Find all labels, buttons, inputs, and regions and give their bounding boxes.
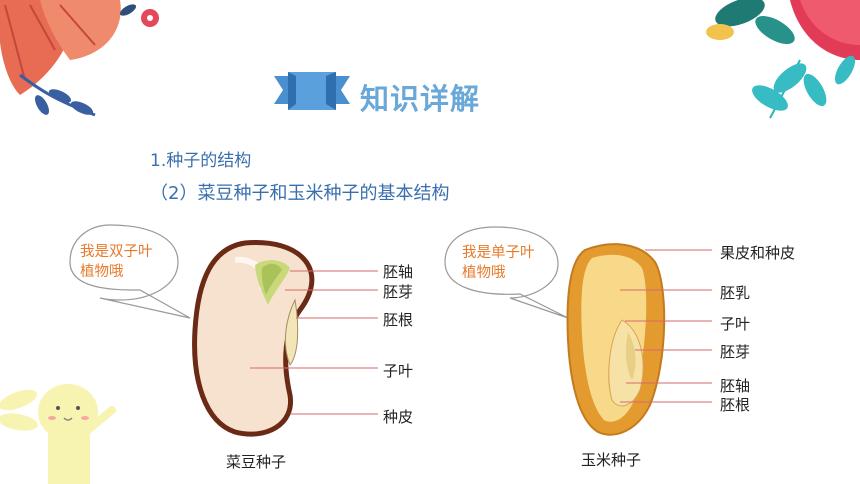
corn-label-cotyledon: 子叶 [720,315,751,333]
corn-bubble-icon [444,226,569,319]
bean-caption: 菜豆种子 [226,453,287,471]
bean-leader-lines [250,270,378,415]
leaf-cluster-top-left-icon [0,0,159,117]
corn-label-pericarp: 果皮和种皮 [720,244,796,262]
sub-heading: （2）菜豆种子和玉米种子的基本结构 [150,183,450,204]
bean-bubble-line1: 我是双子叶 [80,244,153,260]
bean-seed-icon [192,239,315,437]
bean-bubble-line2: 植物哦 [80,264,124,280]
page-title: 知识详解 [360,82,481,116]
section-heading: 1.种子的结构 [150,151,252,171]
bean-label-plumule: 胚芽 [383,283,414,301]
bunny-icon [0,384,116,484]
corn-seed-icon [566,243,666,436]
bean-label-hypocotyl: 胚轴 [383,263,414,281]
title-ribbon-icon [274,72,350,110]
bean-label-seed-coat: 种皮 [383,408,414,426]
corn-leader-lines [620,249,712,403]
corn-label-plumule: 胚芽 [720,343,751,361]
corn-caption: 玉米种子 [581,451,642,469]
bean-label-radicle: 胚根 [383,311,414,329]
corn-bubble-line2: 植物哦 [462,265,506,281]
corn-label-radicle: 胚根 [720,396,751,414]
corn-bubble-line1: 我是单子叶 [462,245,535,261]
corn-label-endosperm: 胚乳 [720,284,751,302]
bean-bubble-icon [69,224,191,319]
leaf-cluster-top-right-icon [706,0,860,119]
bean-label-cotyledon: 子叶 [383,362,414,380]
corn-label-hypocotyl: 胚轴 [720,377,751,395]
